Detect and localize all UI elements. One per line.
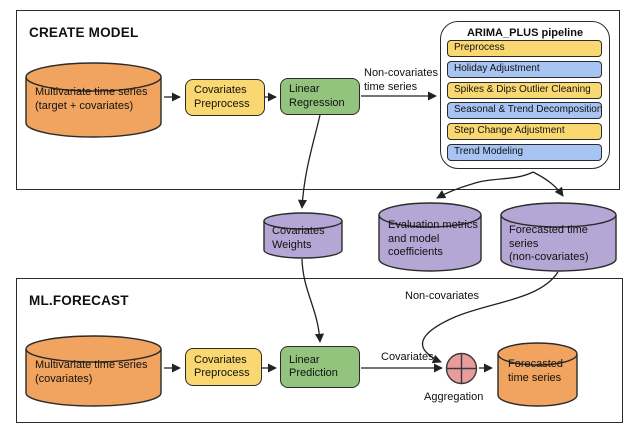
edge-label-line: Non-covariates xyxy=(364,67,438,79)
edge-label-line: Non-covariates xyxy=(405,290,479,302)
cylinder-label-line: (non-covariates) xyxy=(509,251,589,263)
cylinder-label-line: (covariates) xyxy=(35,372,93,385)
arima-pipeline-title: ARIMA_PLUS pipeline xyxy=(466,27,584,39)
box-covariates-preprocess-cm: Covariates Preprocess xyxy=(185,79,265,116)
pipeline-step-spikes-dips: Spikes & Dips Outlier Cleaning xyxy=(447,82,602,99)
box-label-line: Prediction xyxy=(289,367,338,379)
create-model-title: CREATE MODEL xyxy=(29,25,139,40)
cylinder-evaluation-metrics: Evaluation metrics and model coefficient… xyxy=(378,202,482,272)
box-label-line: Covariates xyxy=(194,353,247,366)
cylinder-multivariate-target: Multivariate time series (target + covar… xyxy=(25,62,162,138)
box-label-line: Preprocess xyxy=(194,97,250,110)
box-linear-prediction: Linear Prediction xyxy=(280,346,360,388)
edge-label-line: Aggregation xyxy=(424,391,484,403)
cylinder-label-line: Multivariate time series xyxy=(35,359,148,371)
cylinder-forecast-noncovariates: Forecasted time series (non-covariates) xyxy=(500,202,617,272)
box-label-line: Regression xyxy=(289,96,345,109)
box-covariates-preprocess-mf: Covariates Preprocess xyxy=(185,348,262,386)
cylinder-label-line: Forecasted time series xyxy=(509,224,588,250)
aggregation-node xyxy=(445,352,478,390)
cylinder-forecasted-time-series: Forecasted time series xyxy=(497,342,578,407)
cylinder-label-line: (target + covariates) xyxy=(35,99,134,112)
edge-label-line: time series xyxy=(364,80,418,93)
cylinder-label-line: and model xyxy=(388,232,440,245)
cylinder-label-line: Covariates xyxy=(272,225,325,237)
pipeline-step-step-change: Step Change Adjustment xyxy=(447,123,602,140)
cylinder-label-line: Multivariate time series xyxy=(35,86,148,98)
arima-plus-pipeline-container: ARIMA_PLUS pipeline Preprocess Holiday A… xyxy=(440,21,610,169)
pipeline-step-holiday: Holiday Adjustment xyxy=(447,61,602,78)
label-non-covariates: Non-covariates xyxy=(405,290,479,304)
cylinder-label-line: Forecasted xyxy=(508,358,564,370)
cylinder-shape xyxy=(500,202,617,272)
cylinder-shape xyxy=(25,335,162,407)
box-label-line: Preprocess xyxy=(194,367,250,379)
label-noncovariates-time-series: Non-covariates time series xyxy=(364,67,438,94)
cylinder-label-line: coefficients xyxy=(388,246,443,258)
cylinder-shape xyxy=(25,62,162,138)
cylinder-shape xyxy=(263,212,343,259)
circled-plus-icon xyxy=(445,352,478,385)
cylinder-shape xyxy=(378,202,482,272)
pipeline-step-trend-modeling: Trend Modeling xyxy=(447,144,602,161)
pipeline-step-seasonal-trend: Seasonal & Trend Decomposition xyxy=(447,102,602,119)
cylinder-label-line: time series xyxy=(508,371,562,384)
box-label-line: Covariates xyxy=(194,84,247,96)
box-linear-regression: Linear Regression xyxy=(280,78,360,115)
cylinder-multivariate-covariates: Multivariate time series (covariates) xyxy=(25,335,162,407)
cylinder-label-line: Evaluation metrics xyxy=(388,219,478,231)
pipeline-step-preprocess: Preprocess xyxy=(447,40,602,57)
label-covariates: Covariates xyxy=(381,351,434,365)
box-label-line: Linear xyxy=(289,83,320,95)
box-label-line: Linear xyxy=(289,353,320,366)
cylinder-covariates-weights: Covariates Weights xyxy=(263,212,343,259)
edge-label-line: Covariates xyxy=(381,351,434,363)
cylinder-label-line: Weights xyxy=(272,238,312,251)
label-aggregation: Aggregation xyxy=(424,391,483,405)
ml-forecast-title: ML.FORECAST xyxy=(29,293,129,308)
